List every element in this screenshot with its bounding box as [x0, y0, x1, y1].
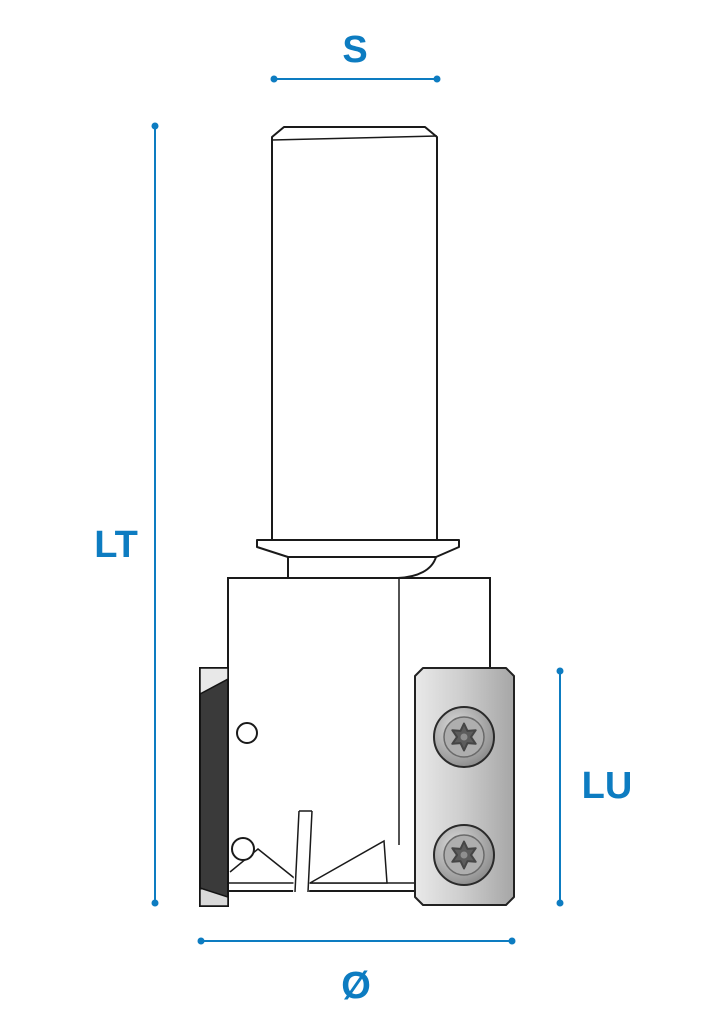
- dimension-lt-dot-bottom: [151, 899, 159, 907]
- dimension-lu-dot-top: [556, 667, 564, 675]
- dimension-lt-label: LT: [94, 524, 138, 566]
- left-insert: [199, 667, 229, 907]
- slot-outline: [294, 810, 313, 893]
- neck: [287, 556, 437, 579]
- shank-top-edge: [271, 135, 438, 141]
- dimension-s-dot-right: [433, 75, 441, 83]
- dimension-lt-dot-top: [151, 122, 159, 130]
- torx-screw-upper-icon: [433, 706, 495, 768]
- dimension-lu: LU: [556, 667, 633, 907]
- flange-outline: [256, 539, 460, 558]
- slot: [293, 810, 314, 893]
- left-insert-body: [199, 667, 229, 907]
- pin-hole-lower: [231, 837, 255, 861]
- dimension-lt: LT: [94, 122, 159, 907]
- dimension-s-dot-left: [270, 75, 278, 83]
- dimension-diameter-dot-left: [197, 937, 205, 945]
- dimension-diameter-dot-right: [508, 937, 516, 945]
- left-insert-bottom-chamfer: [199, 886, 229, 907]
- shank: [271, 126, 438, 542]
- pin-hole-upper: [236, 722, 258, 744]
- left-insert-top-chamfer: [199, 667, 229, 696]
- shank-outline: [271, 126, 438, 542]
- torx-screw-lower-icon: [433, 824, 495, 886]
- dimension-diameter: Ø: [197, 937, 516, 1007]
- dimension-s-label: S: [342, 29, 367, 71]
- flange: [256, 539, 460, 558]
- right-insert: [414, 667, 515, 906]
- dimension-diameter-label: Ø: [341, 965, 371, 1007]
- chip-gullet-left: [229, 848, 299, 882]
- dimension-s: S: [270, 29, 441, 83]
- dimension-lu-label: LU: [582, 765, 633, 807]
- neck-right-curve: [397, 556, 437, 579]
- tool-drawing: [199, 126, 515, 907]
- dimension-lu-dot-bottom: [556, 899, 564, 907]
- chip-gullet-right: [307, 839, 388, 884]
